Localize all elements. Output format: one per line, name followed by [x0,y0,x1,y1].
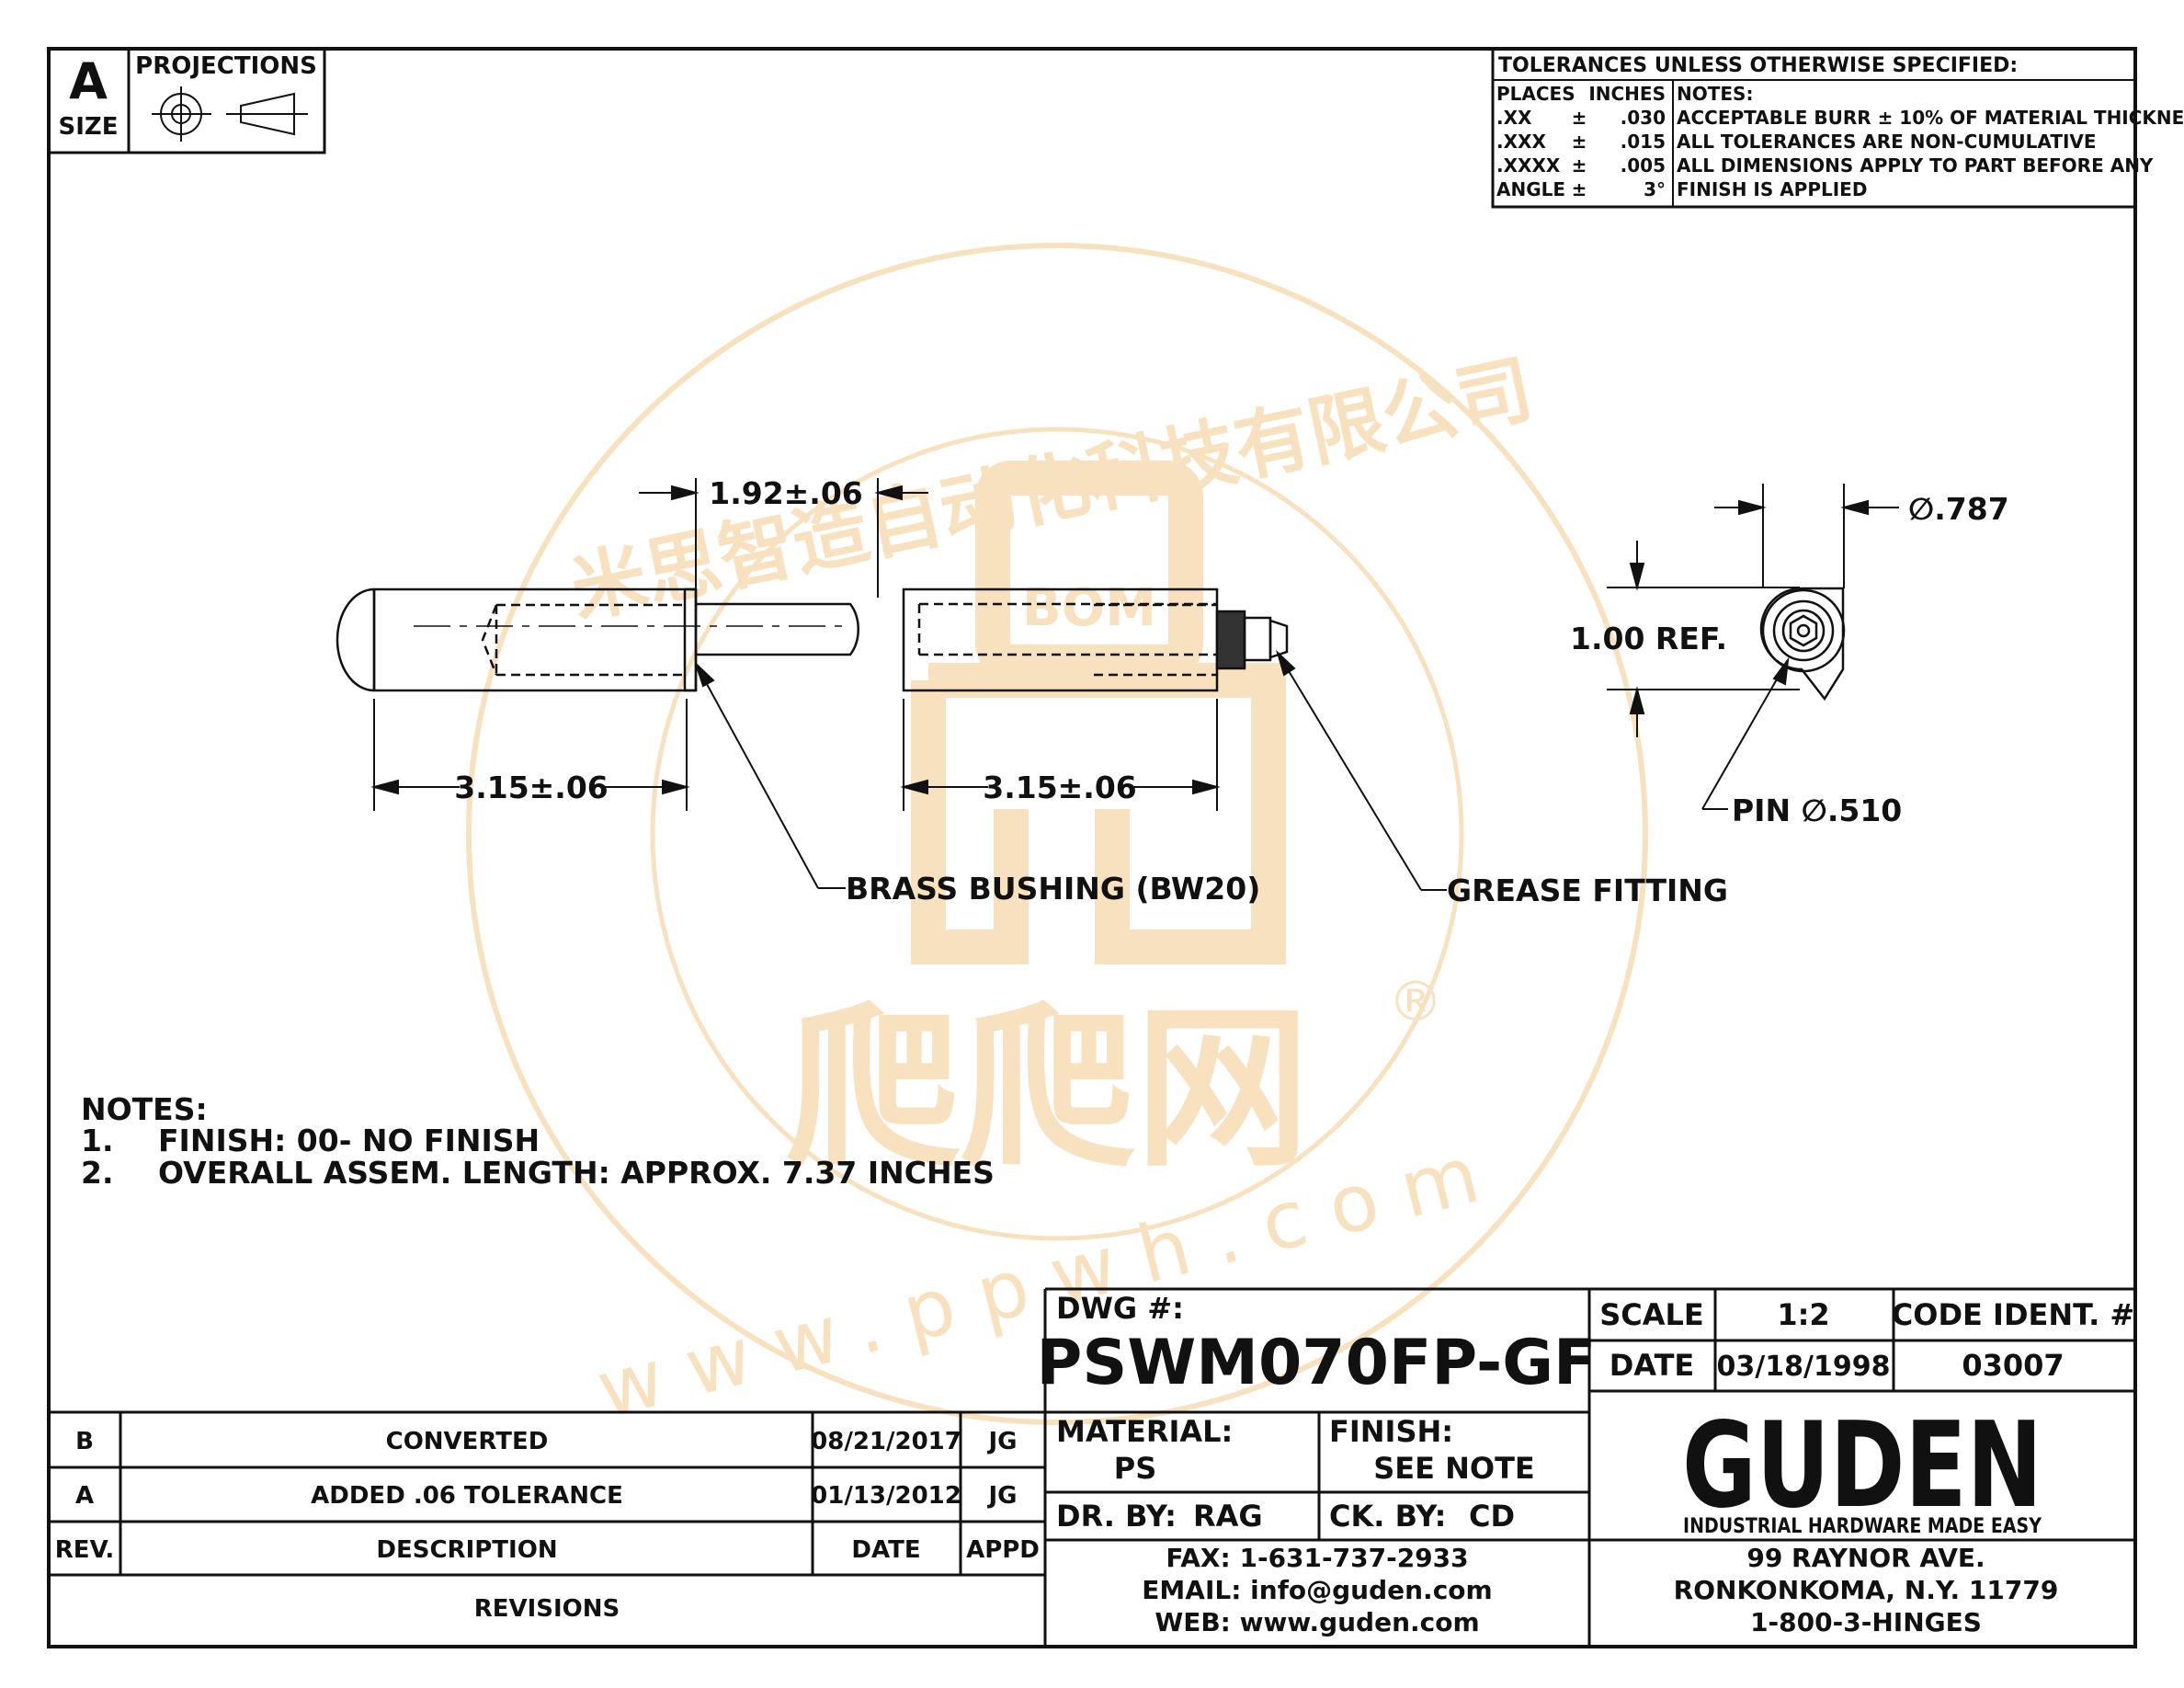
material-label: MATERIAL: [1056,1414,1233,1449]
guden-logo: GUDEN [1682,1397,2042,1534]
tolerance-note: ALL DIMENSIONS APPLY TO PART BEFORE ANY [1677,154,2154,177]
tolerance-plus-minus: ± [1572,154,1587,177]
left-hinge-half [336,587,698,692]
rev-a-desc: ADDED .06 TOLERANCE [311,1482,623,1510]
rev-b-date: 08/21/2017 [811,1428,961,1455]
watermark: BOM 爬爬网 ® 米思智造自动化科技有限公司 www.ppwh.com [466,243,1648,1437]
rev-b: B [75,1428,94,1455]
watermark-bom: BOM [1022,578,1156,638]
rev-header-desc: DESCRIPTION [376,1536,557,1564]
tolerance-inches: .005 [1621,154,1666,177]
dim-outer-diameter: ∅.787 [1908,491,2009,527]
dim-pin-diameter: PIN ∅.510 [1732,793,1902,828]
rev-a-appd: JG [986,1482,1017,1510]
tolerance-plus-minus: ± [1572,131,1587,153]
ck-by-label: CK. BY: [1329,1499,1446,1534]
notes-title: NOTES: [81,1091,208,1127]
rev-b-desc: CONVERTED [386,1428,549,1455]
date-label: DATE [1610,1348,1695,1383]
dim-left-length: 3.15±.06 [454,770,609,805]
title-block-text: DWG #: PSWM070FP-GF SCALE 1:2 CODE IDENT… [1036,1291,2134,1637]
revisions-text: B CONVERTED 08/21/2017 JG A ADDED .06 TO… [55,1428,1040,1623]
tolerance-places: ANGLE [1496,178,1565,200]
callout-bushing: BRASS BUSHING (BW20) [846,871,1260,907]
tolerance-table: TOLERANCES UNLESS OTHERWISE SPECIFIED: P… [1491,47,2184,209]
scale-value: 1:2 [1777,1297,1829,1332]
rev-a: A [75,1482,94,1510]
size-label: SIZE [58,113,118,141]
note-2-text: OVERALL ASSEM. LENGTH: APPROX. 7.37 INCH… [158,1155,995,1191]
fax: FAX: 1-631-737-2933 [1166,1543,1468,1573]
tolerance-places: .XX [1496,107,1532,129]
tolerance-inches: 3° [1644,178,1666,200]
tolerance-col-notes: NOTES: [1677,83,1753,105]
title-block-lines [1043,1287,2135,1647]
projections-label: PROJECTIONS [135,52,317,80]
tolerance-header: TOLERANCES UNLESS OTHERWISE SPECIFIED: [1498,54,2018,77]
code-value: 03007 [1962,1348,2064,1383]
revisions-title: REVISIONS [474,1595,620,1623]
pin [696,602,859,656]
tolerance-col-inches: INCHES [1588,83,1666,105]
guden-tagline: INDUSTRIAL HARDWARE MADE EASY [1683,1515,2042,1538]
rev-a-date: 01/13/2012 [811,1482,961,1510]
watermark-registered: ® [1388,970,1443,1034]
dimension-lines [370,478,1899,891]
tolerance-rows: .XX ± .030 ACCEPTABLE BURR ± 10% OF MATERIA… [1496,107,2184,200]
tolerance-note: ALL TOLERANCES ARE NON-CUMULATIVE [1677,131,2097,153]
revisions-table [49,1410,1045,1577]
code-label: CODE IDENT. # [1892,1297,2134,1332]
watermark-brand: 爬爬网 [786,987,1310,1191]
dim-offset: 1.00 REF. [1570,621,1727,656]
email: EMAIL: info@guden.com [1142,1575,1492,1605]
tolerance-inches: .030 [1621,107,1666,129]
threaded-bore [481,603,685,677]
sheet-border [47,47,2137,1648]
dim-right-length: 3.15±.06 [983,770,1137,805]
tolerance-note: ACCEPTABLE BURR ± 10% OF MATERIAL THICKN… [1677,107,2184,129]
note-2-num: 2. [81,1155,114,1191]
size-letter: A [69,52,108,110]
dimension-labels: 1.92±.06 3.15±.06 3.15±.06 ∅.787 1.00 RE… [454,475,2008,908]
address-line2: RONKONKOMA, N.Y. 11779 [1674,1575,2059,1605]
tolerance-inches: .015 [1621,131,1666,153]
note-1-text: FINISH: 00- NO FINISH [158,1123,540,1158]
right-bore [917,602,1217,656]
tolerance-places: .XXXX [1496,154,1561,177]
tolerance-note: FINISH IS APPLIED [1677,178,1867,200]
phone: 1-800-3-HINGES [1750,1607,1982,1637]
tolerance-plus-minus: ± [1572,107,1587,129]
date-value: 03/18/1998 [1717,1351,1891,1383]
part-views [336,587,1846,701]
dr-by-label: DR. BY: [1056,1499,1177,1534]
note-1-num: 1. [81,1123,114,1158]
end-view [1759,587,1846,701]
grease-fitting [1215,610,1289,670]
tolerance-col-places: PLACES [1496,83,1575,105]
dr-by-value: RAG [1193,1499,1263,1534]
watermark-robot-icon [911,461,1286,964]
third-angle-projection-icon [152,86,308,142]
scale-label: SCALE [1599,1297,1704,1332]
rev-header-rev: REV. [55,1536,114,1564]
rev-b-appd: JG [986,1428,1017,1455]
web: WEB: www.guden.com [1155,1607,1479,1637]
finish-value: SEE NOTE [1373,1451,1535,1486]
finish-label: FINISH: [1329,1414,1453,1449]
rev-header-appd: APPD [966,1536,1040,1564]
notes: NOTES: 1. FINISH: 00- NO FINISH 2. OVERA… [81,1091,995,1191]
dim-pin-protrusion: 1.92±.06 [709,475,863,511]
tolerance-plus-minus: ± [1572,178,1587,200]
tolerance-places: .XXX [1496,131,1546,153]
address-line1: 99 RAYNOR AVE. [1746,1543,1985,1573]
size-box: A SIZE PROJECTIONS [47,47,326,154]
dwg-number: PSWM070FP-GF [1036,1327,1596,1399]
ck-by-value: CD [1469,1499,1515,1534]
callout-grease: GREASE FITTING [1447,873,1728,908]
rev-header-date: DATE [851,1536,920,1564]
dwg-label: DWG #: [1056,1291,1184,1326]
material-value: PS [1114,1451,1157,1486]
